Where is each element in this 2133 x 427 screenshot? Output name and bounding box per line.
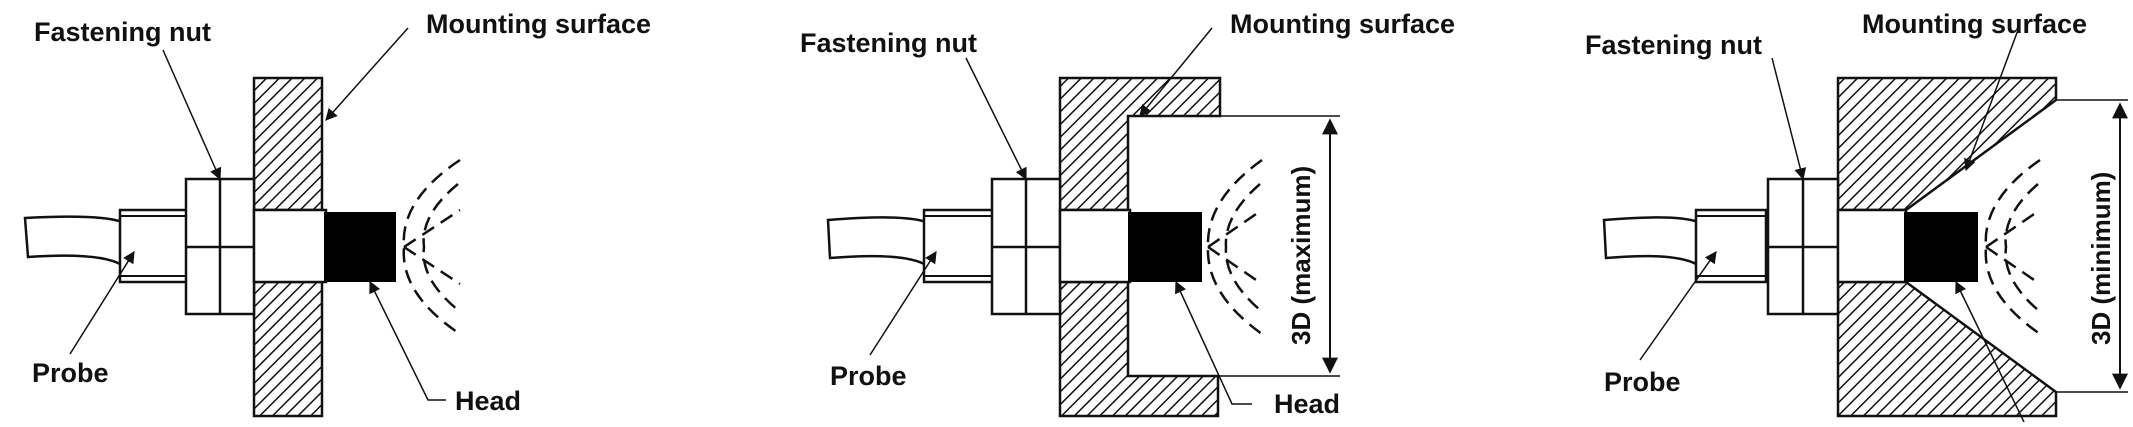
label-fastening-nut: Fastening nut — [34, 17, 211, 47]
label-head: Head — [1274, 389, 1340, 419]
label-mounting-surface: Mounting surface — [1230, 9, 1455, 39]
probe-body — [118, 208, 192, 284]
label-fastening-nut: Fastening nut — [1585, 30, 1762, 60]
panel-2: 3D (maximum) Fastening nut Mounting surf… — [800, 9, 1455, 419]
dimension-label: 3D (minimum) — [2086, 172, 2116, 345]
label-fastening-nut: Fastening nut — [800, 28, 977, 58]
chamfered-mount — [1836, 76, 2058, 212]
panel-3: 3D (minimum) Fastening nut Mounting surf… — [1585, 9, 2128, 423]
label-probe: Probe — [830, 361, 907, 391]
label-probe: Probe — [1604, 367, 1681, 397]
mounting-bracket — [1058, 76, 1222, 418]
dimension-label: 3D (maximum) — [1286, 166, 1316, 345]
label-mounting-surface: Mounting surface — [1862, 9, 2087, 39]
label-mounting-surface: Mounting surface — [426, 9, 651, 39]
panel-1: Fastening nut Mounting surface Probe Hea… — [23, 9, 651, 418]
sensing-field — [1984, 158, 2041, 336]
probe-cable — [23, 215, 124, 268]
sensor-head — [324, 212, 396, 282]
label-probe: Probe — [32, 358, 109, 388]
sensing-field — [402, 158, 461, 336]
sensing-field — [1206, 158, 1263, 336]
label-head: Head — [455, 386, 521, 416]
